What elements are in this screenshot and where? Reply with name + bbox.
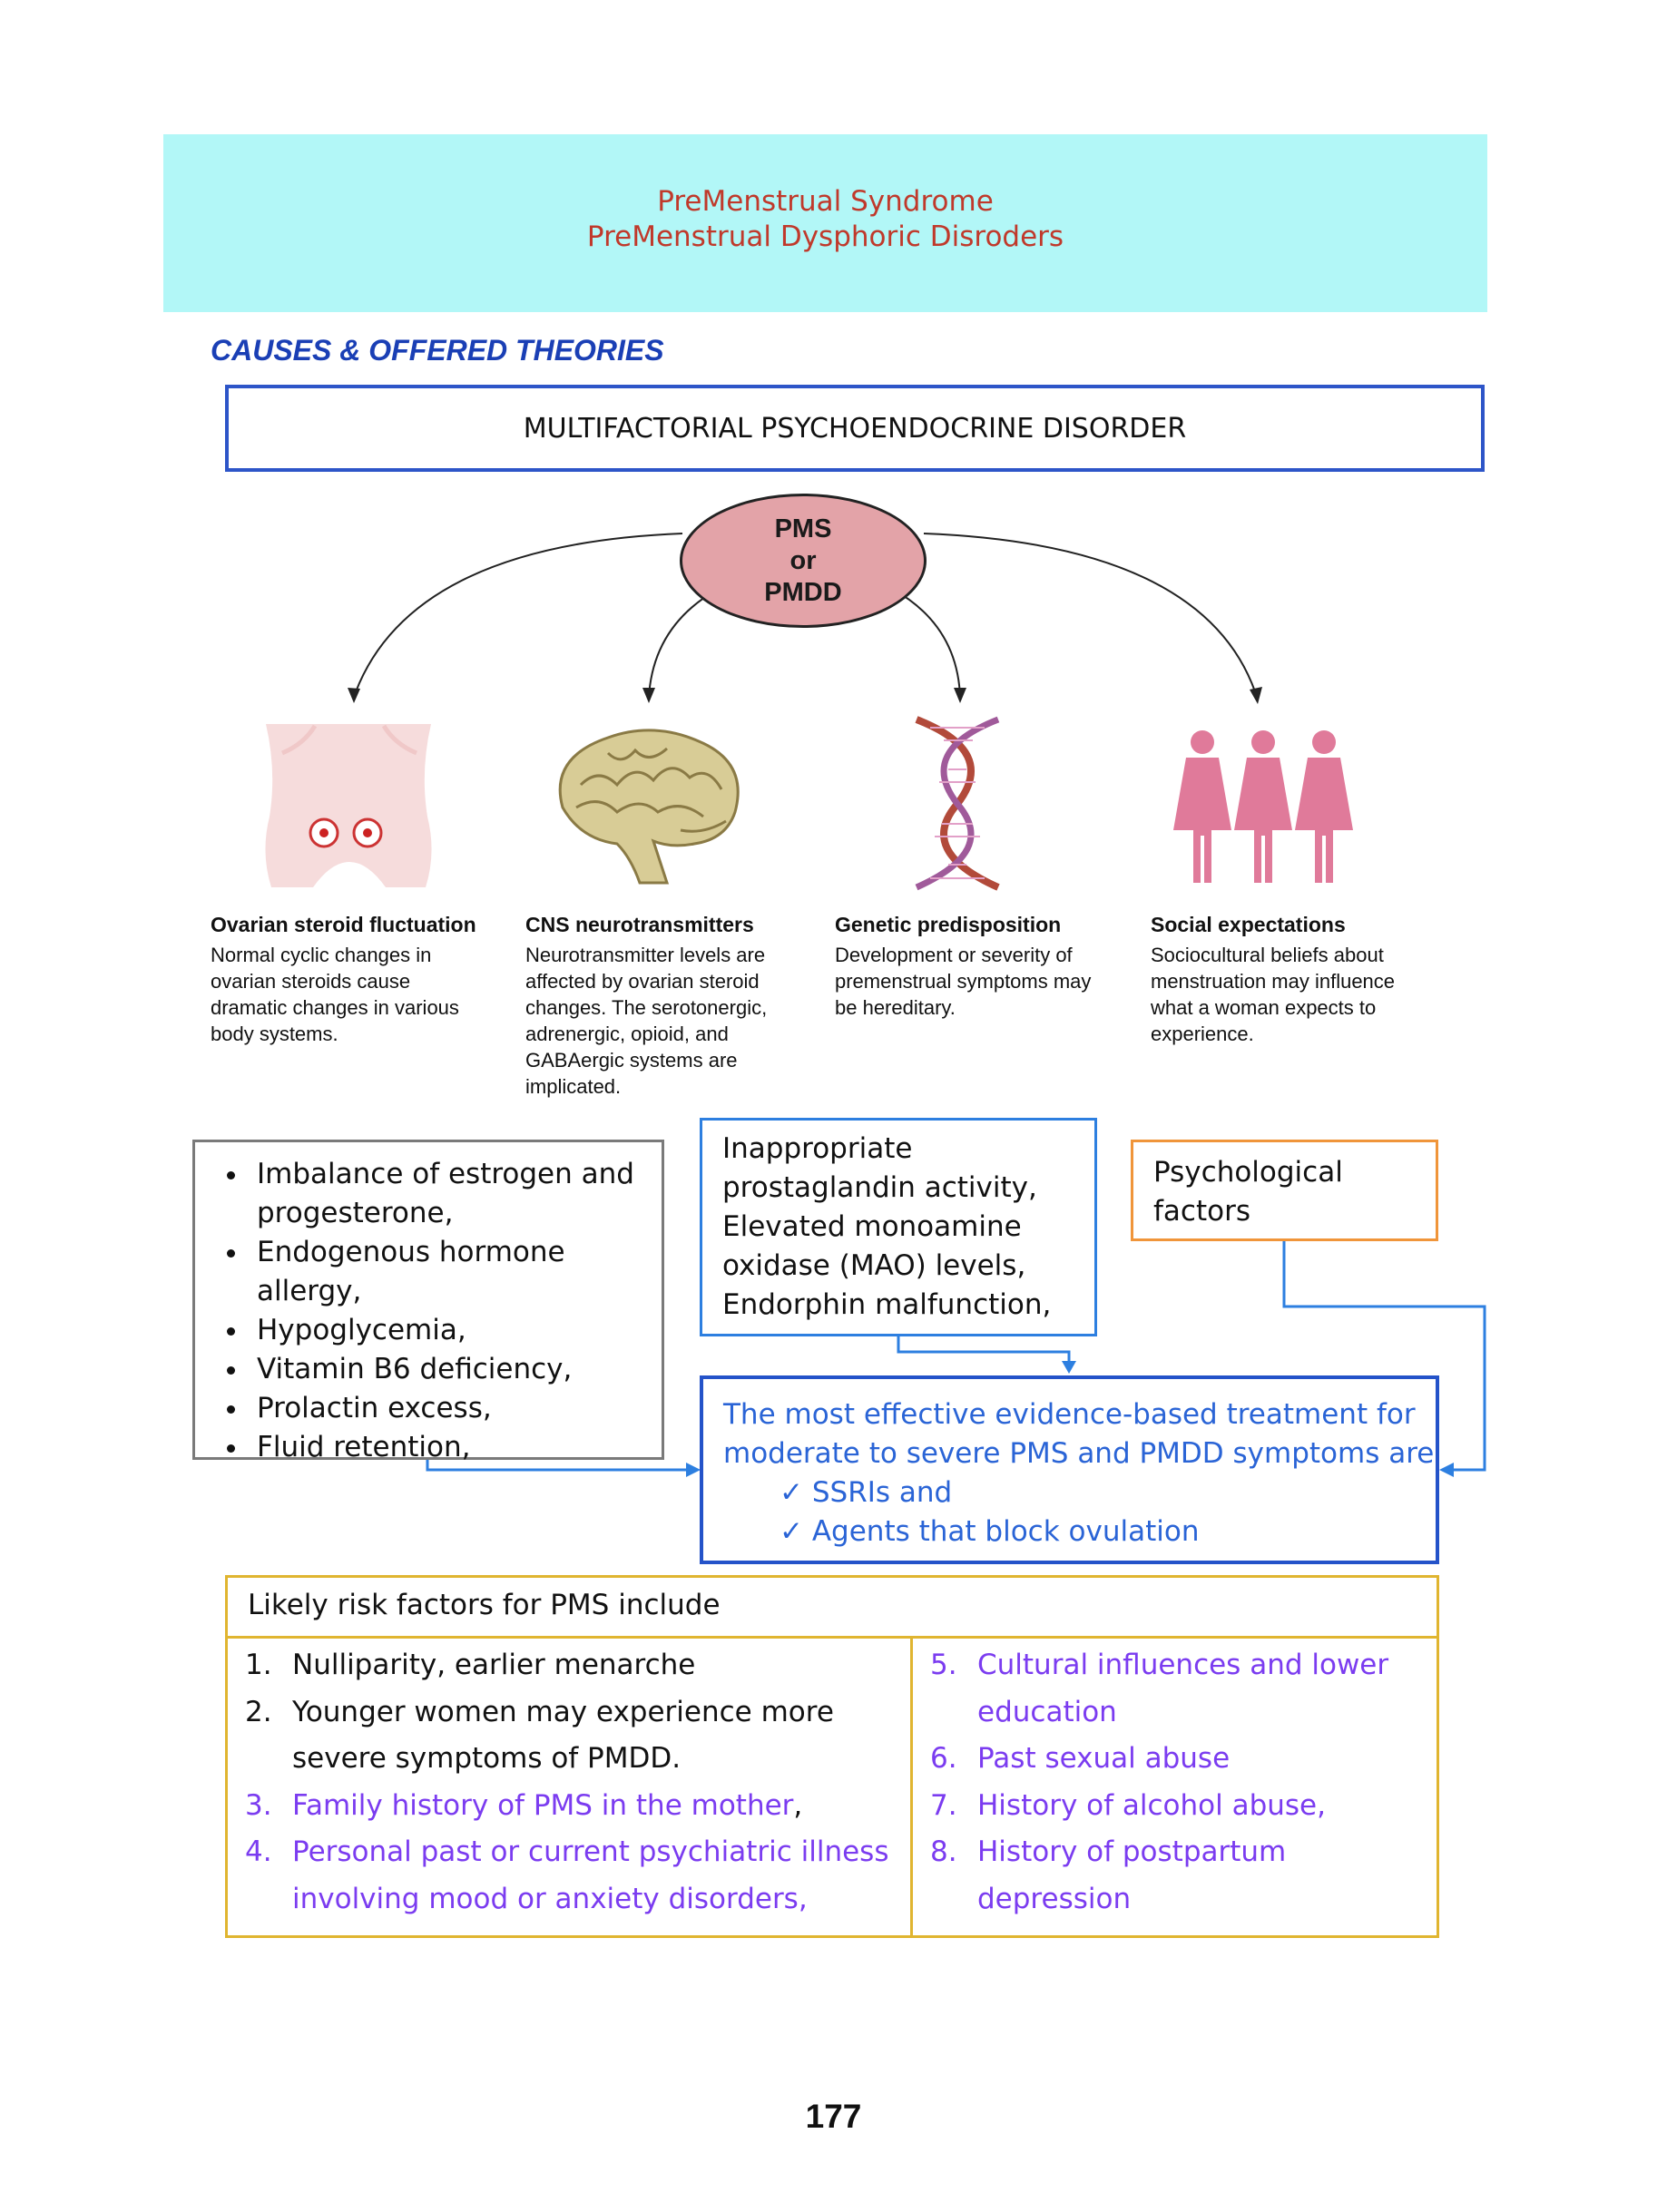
node-line2: or (789, 545, 817, 575)
item-text: Personal past or current psychiatric ill… (292, 1835, 889, 1915)
list-item: 1. Nulliparity, earlier menarche (245, 1642, 889, 1689)
brain-icon (558, 729, 740, 885)
item-number: 8. (930, 1835, 957, 1868)
pms-pmdd-node: PMS or PMDD (680, 494, 927, 628)
header-band (163, 134, 1487, 312)
list-item: 2. Younger women may experience more sev… (245, 1689, 889, 1783)
item-number: 4. (245, 1835, 272, 1868)
item-text: Younger women may experience more severe… (292, 1695, 834, 1776)
risk-heading-label: Likely risk factors for PMS include (248, 1589, 721, 1621)
psychological-factors-box: Psychological factors (1131, 1140, 1438, 1241)
cause-social: Social expectations Sociocultural belief… (1151, 912, 1423, 1047)
treatment-check-item: ✓ Agents that block ovulation (723, 1512, 1436, 1551)
treatment-line2: moderate to severe PMS and PMDD symptoms… (723, 1437, 1435, 1470)
checkmark-icon: ✓ (780, 1476, 803, 1509)
box-line: Elevated monoamine (722, 1210, 1022, 1243)
item-text: Cultural influences and lower education (977, 1649, 1389, 1728)
item-number: 1. (245, 1649, 272, 1681)
page-number: 177 (805, 2098, 862, 2135)
list-item: Fluid retention, (250, 1428, 652, 1467)
risk-left-column: 1. Nulliparity, earlier menarche 2. Youn… (245, 1642, 889, 1923)
list-item: 4. Personal past or current psychiatric … (245, 1829, 889, 1923)
list-item: 3. Family history of PMS in the mother, (245, 1783, 889, 1830)
item-text: Past sexual abuse (977, 1742, 1231, 1775)
box-line: Inappropriate (722, 1132, 913, 1165)
cause-text: Neurotransmitter levels are affected by … (525, 944, 768, 1098)
box-line: Psychological (1153, 1156, 1343, 1189)
multifactorial-box: MULTIFACTORIAL PSYCHOENDOCRINE DISORDER (225, 385, 1485, 472)
cause-title: Ovarian steroid fluctuation (211, 913, 476, 936)
check-label: SSRIs and (811, 1476, 953, 1509)
women-figures-icon (1173, 730, 1353, 883)
item-number: 6. (930, 1742, 957, 1775)
header-title-line1: PreMenstrual Syndrome (657, 185, 994, 218)
box-line: Endorphin malfunction, (722, 1288, 1052, 1321)
cause-ovarian: Ovarian steroid fluctuation Normal cycli… (211, 912, 483, 1047)
list-item: Vitamin B6 deficiency, (250, 1350, 652, 1389)
list-item: Endogenous hormone allergy, (250, 1233, 652, 1311)
item-suffix: , (793, 1788, 803, 1822)
cause-text: Sociocultural beliefs about menstruation… (1151, 944, 1396, 1045)
cause-title: CNS neurotransmitters (525, 913, 754, 936)
section-heading: CAUSES & OFFERED THEORIES (211, 334, 664, 367)
list-item: 7. History of alcohol abuse, (930, 1783, 1425, 1830)
risk-factors-table (225, 1639, 1439, 1938)
node-line3: PMDD (764, 577, 842, 607)
check-label: Agents that block ovulation (811, 1515, 1200, 1548)
box-line: oxidase (MAO) levels, (722, 1249, 1026, 1282)
treatment-check-item: ✓ SSRIs and (723, 1473, 1436, 1512)
box-line: prostaglandin activity, (722, 1171, 1037, 1204)
box-line: factors (1153, 1195, 1250, 1228)
endocrine-factors-box: Imbalance of estrogen and progesterone, … (192, 1140, 664, 1463)
item-text: History of postpartum depression (977, 1835, 1287, 1915)
cause-text: Normal cyclic changes in ovarian steroid… (211, 944, 459, 1045)
cause-title: Social expectations (1151, 913, 1346, 936)
cause-genetic: Genetic predisposition Development or se… (835, 912, 1107, 1021)
item-number: 7. (930, 1788, 957, 1822)
node-line1: PMS (774, 514, 832, 543)
item-number: 2. (245, 1695, 272, 1728)
risk-right-column: 5. Cultural influences and lower educati… (930, 1642, 1425, 1923)
list-item: 8. History of postpartum depression (930, 1829, 1425, 1923)
item-number: 3. (245, 1788, 272, 1822)
checkmark-icon: ✓ (780, 1515, 803, 1548)
list-item: Imbalance of estrogen and progesterone, (250, 1155, 652, 1233)
risk-column-divider (910, 1639, 913, 1938)
dna-icon (915, 716, 1000, 891)
item-text: Family history of PMS in the mother (292, 1788, 794, 1822)
treatment-line1: The most effective evidence-based treatm… (723, 1398, 1416, 1431)
list-item: Hypoglycemia, (250, 1311, 652, 1350)
item-number: 5. (930, 1649, 957, 1681)
pelvis-icon (265, 724, 432, 887)
neurochemical-factors-box: Inappropriate prostaglandin activity, El… (700, 1118, 1097, 1336)
cause-title: Genetic predisposition (835, 913, 1062, 936)
list-item: 5. Cultural influences and lower educati… (930, 1642, 1425, 1736)
list-item: Prolactin excess, (250, 1389, 652, 1428)
multifactorial-label: MULTIFACTORIAL PSYCHOENDOCRINE DISORDER (523, 412, 1187, 445)
item-text: Nulliparity, earlier menarche (292, 1649, 696, 1681)
treatment-box: The most effective evidence-based treatm… (700, 1375, 1439, 1564)
cause-text: Development or severity of premenstrual … (835, 944, 1092, 1019)
header-title-line2: PreMenstrual Dysphoric Disroders (586, 220, 1064, 253)
list-item: 6. Past sexual abuse (930, 1736, 1425, 1783)
risk-factors-heading: Likely risk factors for PMS include (225, 1575, 1439, 1639)
cause-cns: CNS neurotransmitters Neurotransmitter l… (525, 912, 798, 1100)
item-text: History of alcohol abuse, (977, 1788, 1326, 1822)
